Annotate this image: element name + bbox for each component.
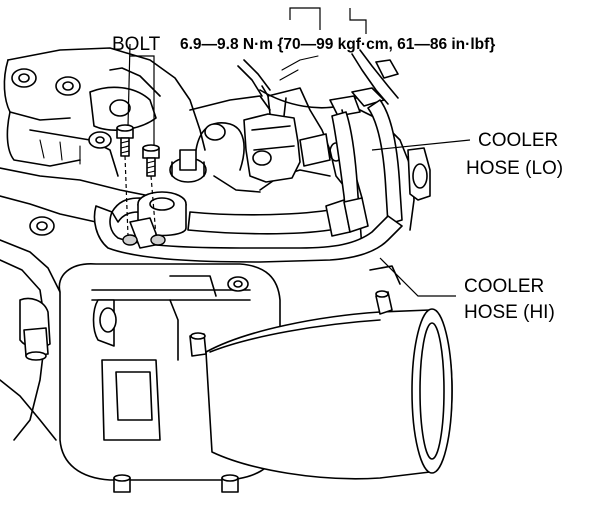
bolt-label: BOLT	[112, 34, 161, 55]
bolt-leader-2	[130, 55, 155, 146]
bolt-leader-1	[127, 43, 131, 127]
cooler-hose-lo-label-line1: COOLER	[478, 130, 558, 151]
leader-lines	[127, 43, 471, 297]
cooler-hose-hi-label-line2: HOSE (HI)	[464, 302, 555, 323]
intake-tube	[205, 308, 453, 480]
right-housing	[329, 109, 431, 251]
spec-bracket	[289, 7, 367, 34]
cooler-hose-lo-leader	[371, 139, 471, 151]
left-bracket	[0, 259, 57, 441]
torque-spec-label: 6.9—9.8 N·m {70—99 kgf·cm, 61—86 in·lbf}	[180, 36, 495, 53]
cooler-hose-hi-leader	[379, 257, 456, 297]
bolt-1-guide	[124, 155, 129, 237]
upper-bracket	[0, 47, 206, 293]
bolt-2-guide	[150, 175, 157, 237]
cooler-hose-hi-label-line1: COOLER	[464, 276, 544, 297]
cooler-hose-lo-label-line2: HOSE (LO)	[466, 158, 563, 179]
block-studs	[189, 265, 401, 357]
sensor-block	[243, 85, 351, 183]
bolt-2	[142, 144, 160, 177]
hose-fitting	[122, 191, 187, 249]
wiring-harness	[237, 49, 399, 117]
bolt-1	[116, 124, 134, 157]
